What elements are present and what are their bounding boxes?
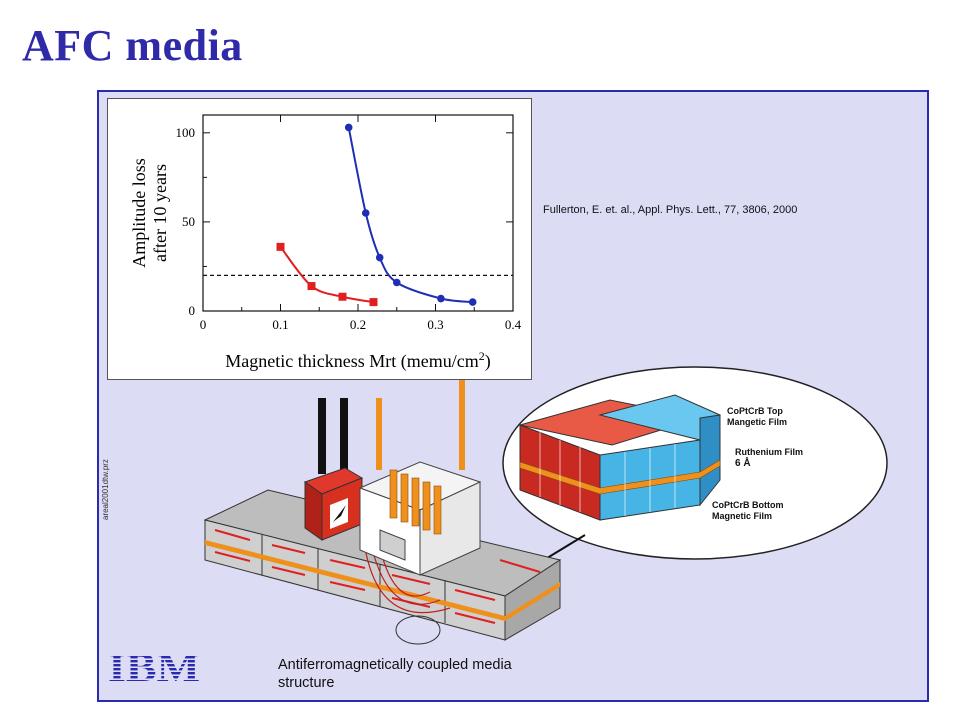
inset-label-ruthenium: Ruthenium Film 6 Å: [735, 447, 803, 469]
data-point-red: [338, 292, 347, 301]
inset-label-top-line2: Mangetic Film: [727, 417, 788, 427]
data-point-blue: [344, 123, 353, 132]
y-axis-label-line1: Amplitude loss: [129, 158, 149, 268]
ibm-logo: IBM: [108, 648, 200, 684]
x-tick-label: 0: [200, 317, 207, 332]
plot-frame: [202, 114, 514, 312]
x-tick-label: 0.3: [427, 317, 443, 332]
x-tick-label: 0.4: [505, 317, 522, 332]
slide-title: AFC media: [22, 21, 243, 70]
inset-label-bottom-line1: CoPtCrB Bottom: [712, 500, 784, 510]
caption-line1: Antiferromagnetically coupled media: [278, 657, 512, 673]
read-head: [303, 398, 364, 541]
write-head: [358, 360, 482, 576]
chart-panel: 0 0.1 0.2 0.3 0.4 0 50 100 Amplitude loss after…: [107, 98, 532, 380]
caption: Antiferromagnetically coupled media stru…: [278, 656, 608, 692]
x-tick-label: 0.1: [272, 317, 288, 332]
amplitude-loss-chart: 0 0.1 0.2 0.3 0.4 0 50 100 Amplitude loss after…: [129, 114, 522, 372]
data-point-blue: [361, 209, 370, 217]
y-tick-label: 100: [176, 125, 196, 140]
inset-label-ru-line1: Ruthenium Film: [735, 447, 803, 457]
inset-label-bottom-film: CoPtCrB Bottom Magnetic Film: [712, 500, 784, 522]
x-tick-label: 0.2: [350, 317, 366, 332]
inset-label-ru-line2: 6 Å: [735, 458, 751, 469]
y-tick-label: 0: [189, 303, 196, 318]
y-tick-label: 50: [182, 214, 195, 229]
inset-label-top-film: CoPtCrB Top Mangetic Film: [727, 406, 787, 428]
data-point-red: [276, 242, 285, 251]
citation-text: Fullerton, E. et. al., Appl. Phys. Lett.…: [543, 204, 798, 216]
file-label: areal2001dtw.prz: [101, 459, 110, 520]
inset-grains: [539, 432, 676, 516]
caption-line2: structure: [278, 675, 335, 691]
data-point-blue: [468, 298, 477, 306]
x-axis-label: Magnetic thickness Mrt (memu/cm2): [225, 349, 490, 372]
data-point-red: [369, 298, 378, 307]
inset-label-bottom-line2: Magnetic Film: [712, 511, 773, 521]
inset-label-top-line1: CoPtCrB Top: [727, 406, 783, 416]
data-point-red: [307, 282, 316, 291]
y-axis-label-line2: after 10 years: [150, 164, 170, 262]
data-point-blue: [392, 278, 401, 287]
fit-curve-red: [279, 246, 374, 304]
data-point-blue: [437, 294, 445, 303]
svg-text:IBM: IBM: [108, 648, 200, 684]
data-point-blue: [375, 253, 384, 262]
